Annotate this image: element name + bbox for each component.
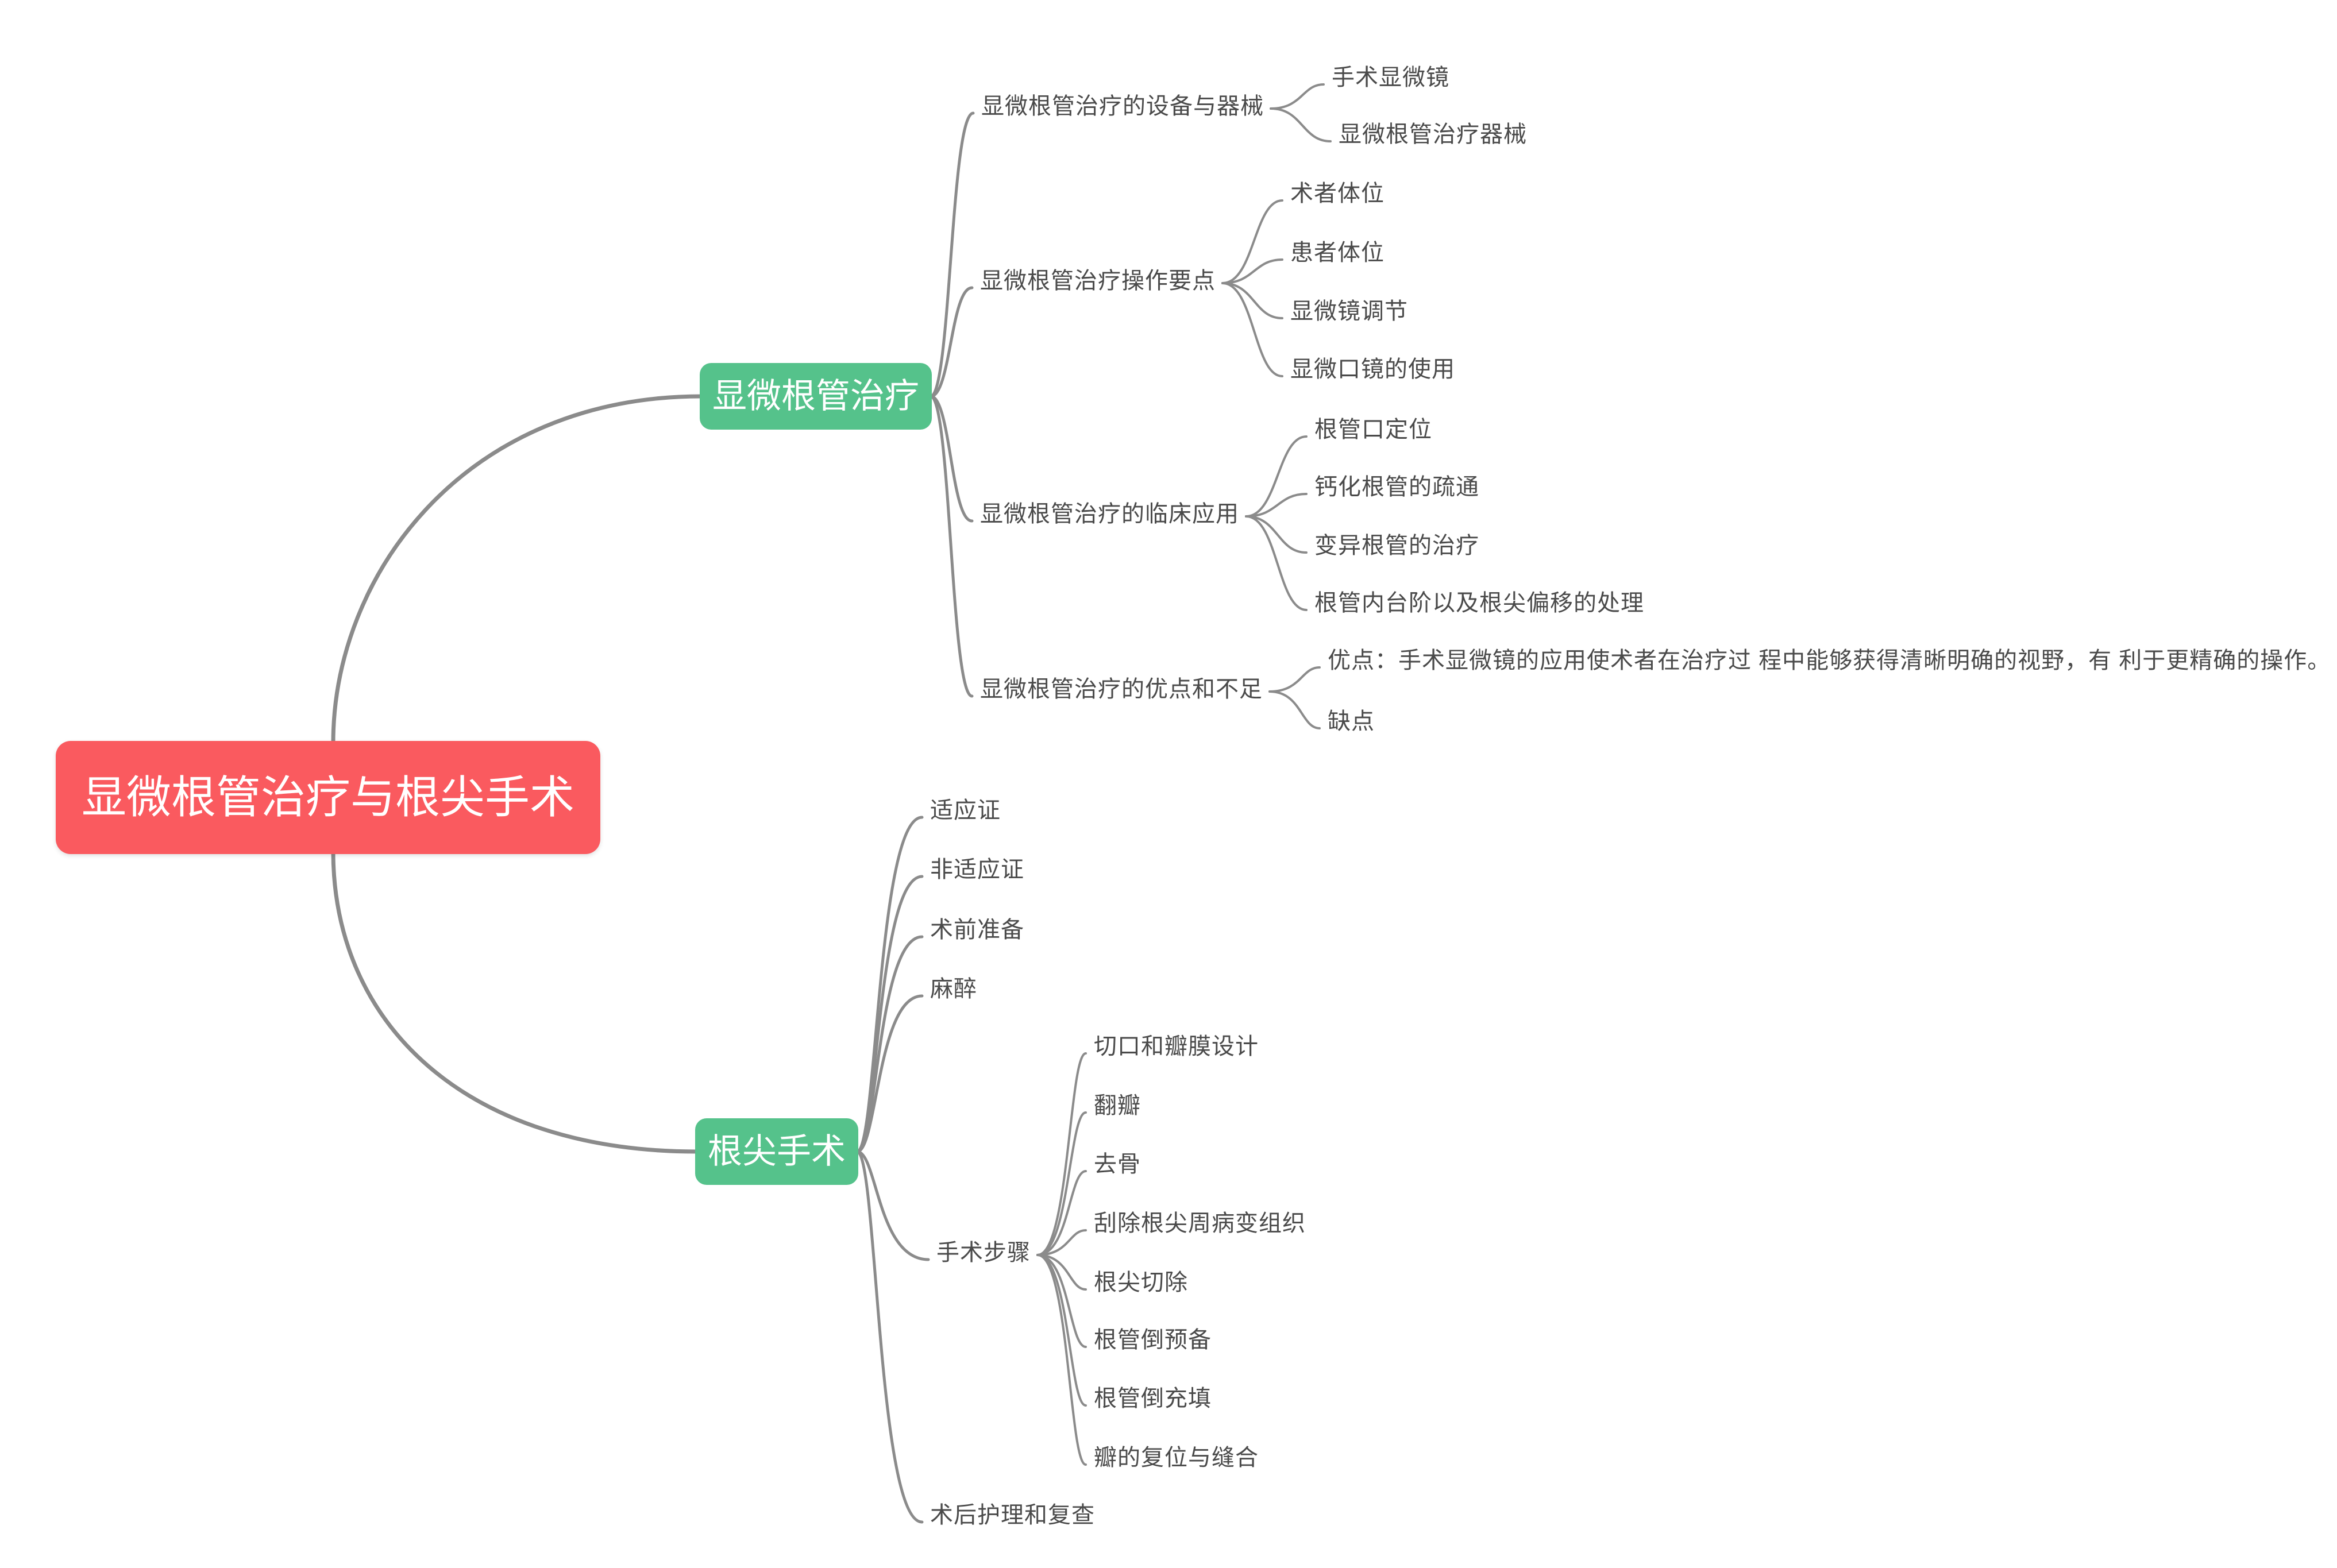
connector-to-post-op: [855, 1150, 924, 1524]
topic-clinical-4[interactable]: 根管内台阶以及根尖偏移的处理: [1314, 590, 1644, 616]
connector-to-anesthesia: [855, 994, 924, 1153]
topic-pros-cons[interactable]: 显微根管治疗的优点和不足: [980, 677, 1263, 702]
topic-clinical-1[interactable]: 根管口定位: [1314, 417, 1432, 442]
topic-steps-1[interactable]: 切口和瓣膜设计: [1094, 1034, 1259, 1059]
connector-to-indication: [855, 816, 924, 1153]
topic-clinical-3[interactable]: 变异根管的治疗: [1314, 533, 1479, 558]
topic-clinical-2[interactable]: 钙化根管的疏通: [1314, 474, 1479, 500]
topic-pros[interactable]: 优点：手术显微镜的应用使术者在治疗过 程中能够获得清晰明确的视野，有 利于更精确…: [1328, 648, 2331, 673]
topic-post-op[interactable]: 术后护理和复查: [930, 1503, 1095, 1528]
topic-equip-2[interactable]: 显微根管治疗器械: [1339, 122, 1527, 147]
topic-op-3[interactable]: 显微镜调节: [1290, 299, 1408, 324]
connector-to-clinical-2: [1245, 493, 1308, 517]
main-topic-micro-endo[interactable]: 显微根管治疗: [700, 363, 932, 430]
connector-to-equip-1: [1270, 83, 1325, 110]
connector-to-apical-surgery: [331, 849, 699, 1154]
connector-to-clinical: [929, 395, 974, 523]
connector-to-op-2: [1221, 258, 1283, 284]
connector-to-op-3: [1221, 282, 1283, 319]
connector-to-op-4: [1221, 282, 1283, 377]
connector-to-steps-5: [1036, 1254, 1087, 1291]
topic-indication[interactable]: 适应证: [930, 798, 1001, 823]
connector-to-steps: [855, 1150, 930, 1261]
topic-op-2[interactable]: 患者体位: [1290, 240, 1385, 265]
topic-steps-7[interactable]: 根管倒充填: [1094, 1386, 1212, 1411]
connector-to-steps-2: [1036, 1111, 1087, 1256]
topic-op-1[interactable]: 术者体位: [1290, 181, 1385, 206]
topic-non-indication[interactable]: 非适应证: [930, 857, 1024, 882]
connector-to-micro-endo: [331, 394, 704, 745]
topic-steps[interactable]: 手术步骤: [936, 1240, 1031, 1265]
connector-to-clinical-1: [1245, 435, 1308, 517]
connector-to-clinical-4: [1245, 515, 1308, 611]
topic-op-4[interactable]: 显微口镜的使用: [1290, 357, 1455, 382]
root-topic[interactable]: 显微根管治疗与根尖手术: [56, 740, 601, 854]
topic-cons[interactable]: 缺点: [1328, 709, 1375, 734]
topic-equip[interactable]: 显微根管治疗的设备与器械: [981, 94, 1264, 119]
connector-to-equip-2: [1270, 107, 1332, 142]
connector-to-non-indication: [855, 875, 924, 1153]
connector-to-cons: [1268, 690, 1321, 729]
topic-clinical[interactable]: 显微根管治疗的临床应用: [980, 501, 1239, 527]
topic-equip-1[interactable]: 手术显微镜: [1332, 65, 1449, 90]
connector-to-op: [929, 286, 974, 398]
topic-steps-3[interactable]: 去骨: [1094, 1152, 1141, 1177]
connector-to-clinical-3: [1245, 515, 1308, 554]
topic-prep[interactable]: 术前准备: [930, 917, 1024, 943]
connector-to-pros: [1268, 666, 1321, 693]
connector-to-steps-8: [1036, 1254, 1087, 1466]
topic-steps-4[interactable]: 刮除根尖周病变组织: [1094, 1211, 1306, 1236]
connector-to-steps-3: [1036, 1170, 1087, 1256]
connector-to-steps-6: [1036, 1254, 1087, 1348]
topic-anesthesia[interactable]: 麻醉: [930, 976, 977, 1002]
main-topic-apical-surgery[interactable]: 根尖手术: [695, 1118, 858, 1185]
connector-to-equip: [929, 111, 975, 398]
connector-to-op-1: [1221, 199, 1283, 284]
connector-to-prep: [855, 935, 924, 1153]
topic-steps-8[interactable]: 瓣的复位与缝合: [1094, 1445, 1259, 1470]
connector-to-pros-cons: [929, 395, 974, 698]
topic-steps-5[interactable]: 根尖切除: [1094, 1270, 1188, 1295]
topic-steps-2[interactable]: 翻瓣: [1094, 1093, 1141, 1118]
connector-to-steps-4: [1036, 1229, 1087, 1256]
connector-to-steps-1: [1036, 1052, 1087, 1256]
topic-steps-6[interactable]: 根管倒预备: [1094, 1327, 1212, 1353]
topic-op[interactable]: 显微根管治疗操作要点: [980, 268, 1216, 293]
connector-to-steps-7: [1036, 1254, 1087, 1407]
